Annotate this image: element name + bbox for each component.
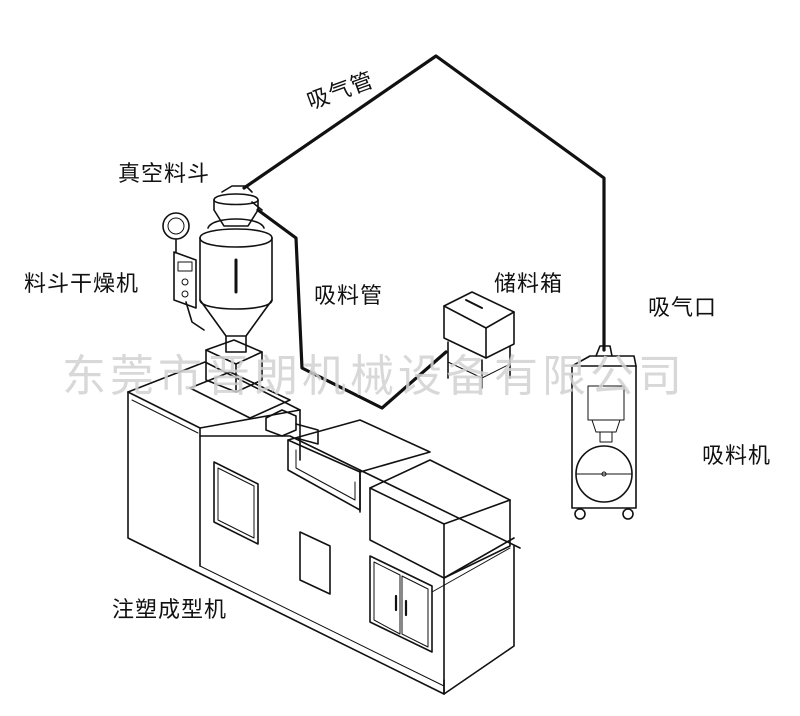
pipes — [242, 54, 606, 410]
watermark: 东莞市晋朗机械设备有限公司 — [62, 351, 686, 402]
label-loader: 吸料机 — [702, 444, 772, 469]
injection-molding-machine — [127, 339, 521, 695]
label-feed-pipe: 吸料管 — [314, 284, 384, 309]
loader-machine — [571, 345, 637, 520]
label-hopper-dryer: 料斗干燥机 — [24, 272, 140, 297]
label-vacuum-hopper: 真空料斗 — [118, 162, 211, 187]
label-air-inlet: 吸气口 — [648, 296, 718, 321]
label-injection-machine: 注塑成型机 — [112, 598, 228, 623]
label-storage-box: 储料箱 — [494, 272, 564, 297]
vacuum-hopper — [213, 185, 263, 227]
storage-box-unit — [443, 291, 515, 389]
hopper-dryer — [162, 212, 273, 353]
